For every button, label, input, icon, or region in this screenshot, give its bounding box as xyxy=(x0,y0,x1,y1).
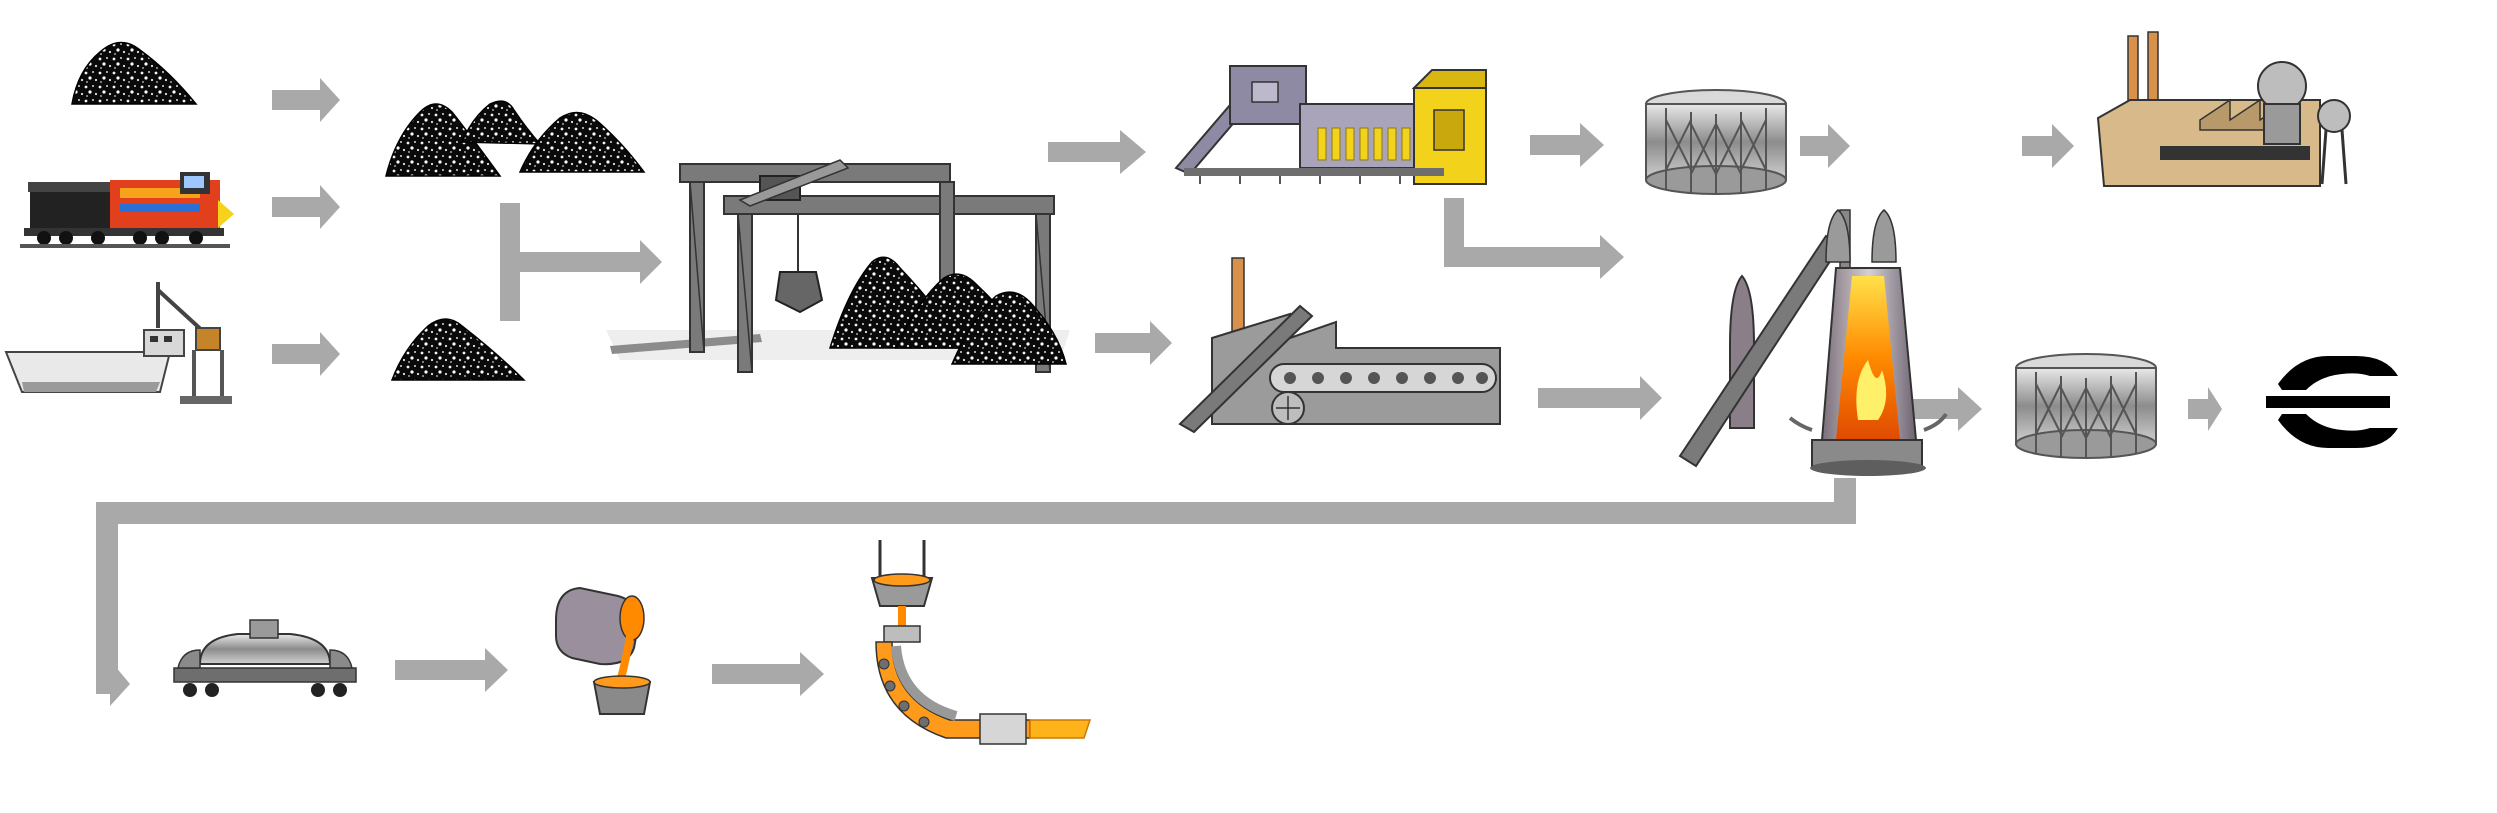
ladle-pour-icon xyxy=(555,586,652,715)
ore-pile-icon xyxy=(71,41,198,105)
arrow-tank-to-logo xyxy=(2188,387,2222,431)
power-plant-icon xyxy=(2096,31,2351,187)
coke-oven-icon xyxy=(1178,257,1501,434)
continuous-caster-icon xyxy=(870,540,1092,745)
arrow-furnace-to-tank xyxy=(1900,387,1982,431)
arrow-coke-to-furnace xyxy=(1538,376,1662,420)
arrow-stockpiles-to-yard xyxy=(520,240,662,284)
arrow-return-to-torpedo xyxy=(96,660,130,706)
arrow-to-power-plant xyxy=(2022,124,2074,168)
arrow-yard-to-sinter xyxy=(1048,130,1146,174)
arrow-yard-to-coke xyxy=(1095,321,1172,365)
connector-return-left xyxy=(96,502,118,682)
arrow-ship-to-stockpile xyxy=(272,332,340,376)
blast-furnace-icon xyxy=(1678,209,1948,476)
arrow-torpedo-to-ladle xyxy=(395,648,508,692)
flow-arrows xyxy=(96,78,2222,706)
locomotive-icon xyxy=(20,172,234,248)
torpedo-car-icon xyxy=(173,619,357,697)
gantry-crane-icon xyxy=(606,159,1070,373)
sinter-plant-icon xyxy=(1174,65,1487,185)
connector-stockpiles-vertical xyxy=(500,203,520,321)
arrow-ore-to-stockpile xyxy=(272,78,340,122)
storage-tank-icon xyxy=(1645,89,1787,195)
arrow-tank-to-next xyxy=(1800,124,1850,168)
company-logo-icon xyxy=(2266,356,2398,448)
cargo-ship-icon xyxy=(4,282,232,404)
arrow-train-to-stockpile xyxy=(272,185,340,229)
ore-pile-small-icon xyxy=(390,318,526,381)
arrow-sinter-to-furnace xyxy=(1444,198,1624,279)
stockpile-piles-icon xyxy=(385,100,646,177)
arrow-ladle-to-caster xyxy=(712,652,824,696)
connector-return-horizontal xyxy=(96,502,1856,524)
arrow-sinter-to-tank xyxy=(1530,123,1604,167)
storage-tank-icon-2 xyxy=(2015,353,2157,459)
